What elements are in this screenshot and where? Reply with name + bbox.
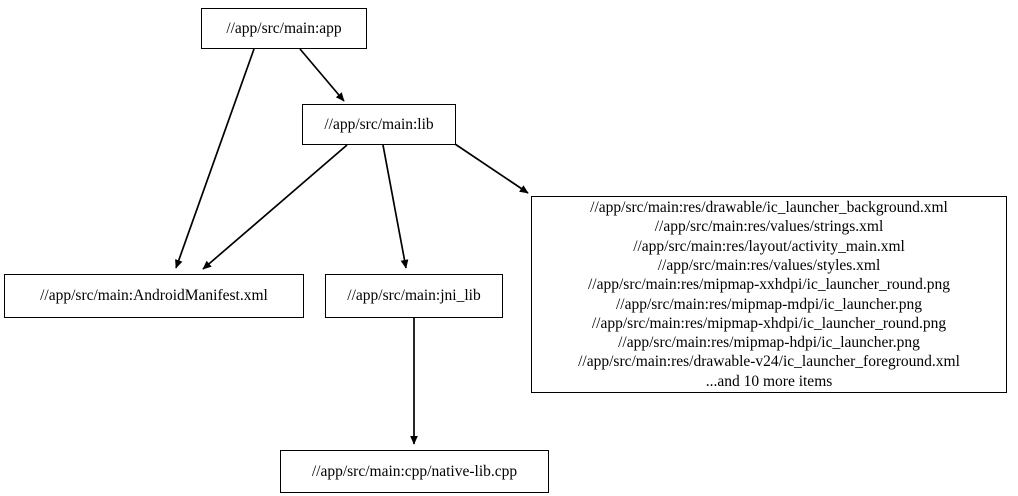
node-native-lib-cpp-label: //app/src/main:cpp/native-lib.cpp: [311, 462, 518, 480]
node-lib[interactable]: //app/src/main:lib: [302, 104, 456, 145]
edge-app-to-lib: [299, 48, 345, 102]
edge-lib-to-resources: [454, 143, 529, 194]
node-app-label: //app/src/main:app: [226, 19, 342, 37]
edge-lib-to-jni-lib: [382, 144, 409, 269]
node-android-manifest-label: //app/src/main:AndroidManifest.xml: [40, 287, 268, 305]
node-android-manifest[interactable]: //app/src/main:AndroidManifest.xml: [4, 274, 304, 318]
node-jni-lib[interactable]: //app/src/main:jni_lib: [325, 274, 503, 318]
node-resources-label: //app/src/main:res/drawable/ic_launcher_…: [578, 199, 960, 390]
node-app[interactable]: //app/src/main:app: [201, 8, 367, 49]
node-jni-lib-label: //app/src/main:jni_lib: [347, 287, 481, 305]
node-native-lib-cpp[interactable]: //app/src/main:cpp/native-lib.cpp: [280, 450, 549, 493]
edge-lib-to-manifest: [202, 144, 348, 270]
node-lib-label: //app/src/main:lib: [324, 115, 434, 133]
edge-app-to-manifest: [175, 48, 255, 269]
node-resources[interactable]: //app/src/main:res/drawable/ic_launcher_…: [531, 196, 1007, 393]
